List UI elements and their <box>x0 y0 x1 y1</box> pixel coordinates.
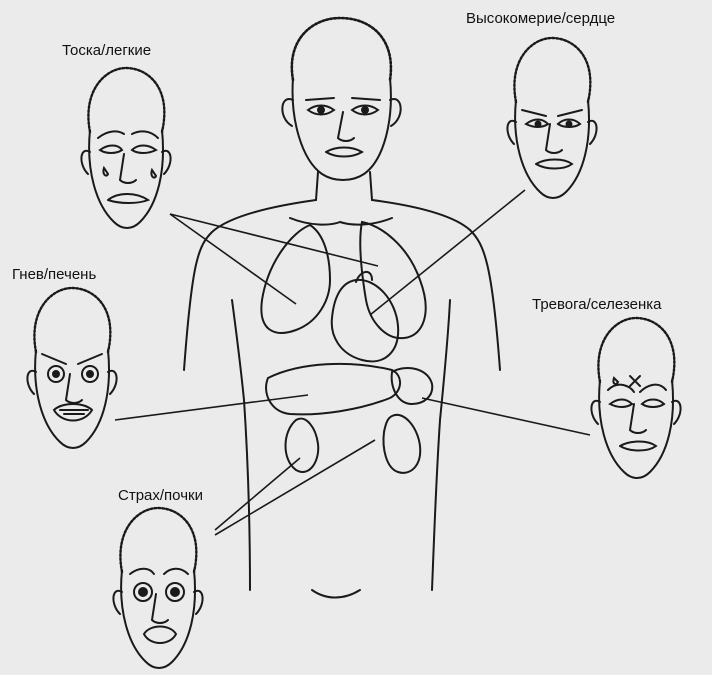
human-torso-figure <box>184 18 500 598</box>
label-fear-kidneys: Страх/почки <box>118 487 203 504</box>
pride-face-icon <box>507 38 596 198</box>
label-worry-spleen: Тревога/селезенка <box>532 296 661 313</box>
label-anger-liver: Гнев/печень <box>12 266 96 283</box>
worry-face-icon <box>591 318 680 478</box>
fear-face-icon <box>113 508 202 668</box>
connector-lines <box>115 190 590 535</box>
grief-face-icon <box>81 68 170 228</box>
label-grief-lungs: Тоска/легкие <box>62 42 151 59</box>
label-pride-heart: Высокомерие/сердце <box>466 10 615 27</box>
anger-face-icon <box>27 288 116 448</box>
